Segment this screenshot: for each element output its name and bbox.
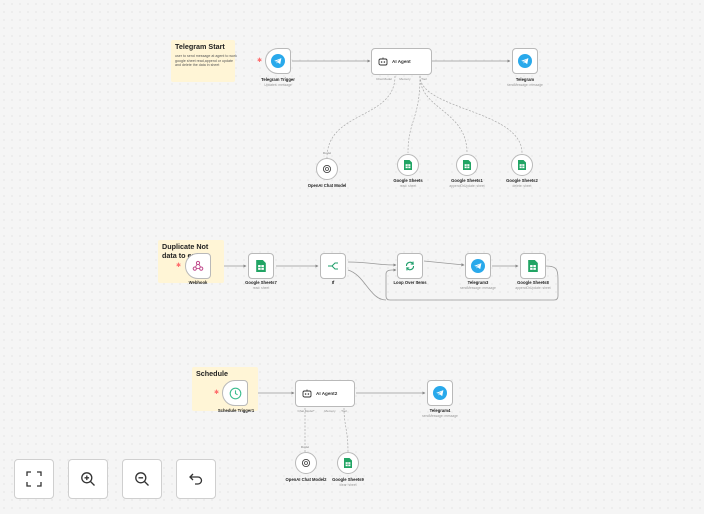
port-label: Chat Model (376, 77, 392, 81)
trigger-bolt-icon: ✱ (214, 390, 220, 396)
node-ai-agent2[interactable]: AI Agent2 (295, 380, 355, 407)
webhook-icon (192, 260, 204, 271)
node-label: Google Sheets (393, 178, 423, 183)
node-google-sheets7[interactable] (248, 253, 274, 279)
node-subtitle: sendMessage: message (460, 286, 496, 290)
agent-title: AI Agent2 (316, 391, 338, 396)
node-label: Telegram3 (467, 280, 489, 285)
undo-icon (189, 473, 203, 485)
node-loop-over-items[interactable] (397, 253, 423, 279)
node-label: Google Sheets9 (332, 477, 364, 482)
node-subtitle: Updates: message (264, 83, 292, 87)
clock-icon (229, 387, 241, 399)
node-label: Schedule Trigger1 (217, 408, 255, 413)
robot-icon (302, 389, 312, 398)
robot-icon (378, 57, 388, 66)
node-subtitle: sendMessage: message (507, 83, 543, 87)
node-subtitle: clear: sheet (339, 483, 357, 487)
google-sheets-icon (344, 458, 352, 468)
node-telegram-trigger[interactable] (265, 48, 291, 74)
agent-title: AI Agent (392, 59, 411, 64)
zoom-in-button[interactable] (68, 459, 108, 499)
node-if[interactable] (320, 253, 346, 279)
node-label: Google Sheets2 (506, 178, 538, 183)
sticky-title: Telegram Start (175, 42, 225, 51)
trigger-bolt-icon: ✱ (176, 263, 182, 269)
telegram-icon (433, 386, 447, 400)
node-telegram[interactable] (512, 48, 538, 74)
port-label: Memory (399, 77, 411, 81)
trigger-bolt-icon: ✱ (257, 58, 263, 64)
node-label: Telegram Trigger (261, 77, 295, 82)
openai-icon (322, 164, 332, 174)
port-label: Tool (421, 77, 427, 81)
node-label: Loop Over Items (393, 280, 427, 285)
google-sheets-icon (463, 160, 471, 170)
node-subtitle: appendOrUpdate: sheet (449, 184, 485, 188)
port-label: Chat Model* (297, 409, 315, 413)
zoom-in-icon (81, 472, 95, 486)
port-label: Model (300, 445, 310, 449)
node-label: Google Sheets8 (517, 280, 549, 285)
node-google-sheets1[interactable] (456, 154, 478, 176)
node-label: Telegram4 (429, 408, 451, 413)
node-label: If (331, 280, 335, 285)
google-sheets-icon (256, 260, 266, 272)
node-subtitle: delete: sheet (512, 184, 532, 188)
openai-icon (301, 458, 311, 468)
node-google-sheets[interactable] (397, 154, 419, 176)
node-label: Google Sheets1 (451, 178, 483, 183)
telegram-icon (471, 259, 485, 273)
undo-button[interactable] (176, 459, 216, 499)
node-google-sheets2[interactable] (511, 154, 533, 176)
sticky-note[interactable]: Telegram Start user to send message at a… (171, 40, 237, 82)
node-webhook[interactable] (185, 253, 211, 279)
loop-icon (405, 261, 415, 271)
telegram-icon (271, 54, 285, 68)
google-sheets-icon (528, 260, 538, 272)
node-label: OpenAI Chat Model (307, 183, 347, 188)
node-openai-chat-model[interactable] (316, 158, 338, 180)
port-label: Memory (324, 409, 336, 413)
if-branch-icon (328, 262, 338, 270)
node-telegram3[interactable] (465, 253, 491, 279)
sticky-title: Schedule (196, 369, 228, 378)
node-subtitle: read: sheet (399, 184, 417, 188)
telegram-icon (518, 54, 532, 68)
node-label: Google Sheets7 (245, 280, 277, 285)
node-label: Webhook (188, 280, 208, 285)
sticky-title: Duplicate Not data to enter (162, 242, 209, 260)
node-openai-chat-model2[interactable] (295, 452, 317, 474)
fit-view-icon (26, 471, 42, 487)
port-label: Tool (341, 409, 347, 413)
node-telegram4[interactable] (427, 380, 453, 406)
google-sheets-icon (404, 160, 412, 170)
node-label: Telegram (515, 77, 535, 82)
node-google-sheets8[interactable] (520, 253, 546, 279)
node-ai-agent[interactable]: AI Agent (371, 48, 432, 75)
port-label: Model (322, 151, 332, 155)
node-subtitle: appendOrUpdate: sheet (515, 286, 551, 290)
node-google-sheets9[interactable] (337, 452, 359, 474)
node-subtitle: sendMessage: message (422, 414, 458, 418)
node-subtitle: read: sheet (252, 286, 270, 290)
zoom-out-button[interactable] (122, 459, 162, 499)
zoom-out-icon (135, 472, 149, 486)
node-label: OpenAI Chat Model2 (285, 477, 327, 482)
fit-view-button[interactable] (14, 459, 54, 499)
sticky-body: user to send message at agent to work go… (175, 54, 237, 68)
google-sheets-icon (518, 160, 526, 170)
node-schedule-trigger[interactable] (222, 380, 248, 406)
